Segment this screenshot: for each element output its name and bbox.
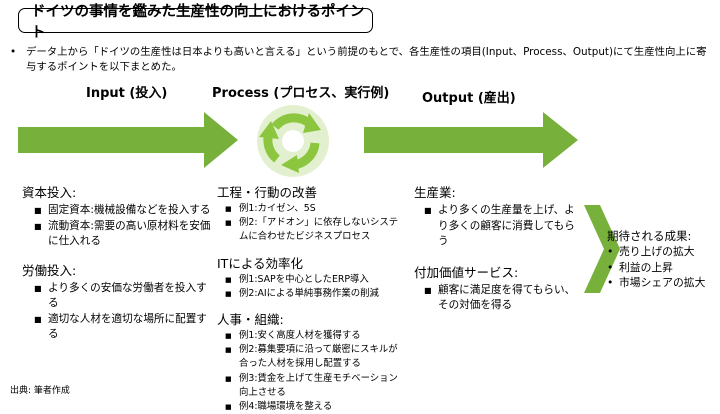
list-item-text: 例1:安く高度人材を獲得する <box>239 330 361 342</box>
list-item-text: 例2:「アドオン」に依存しないシステムに合わせたビジネスプロセス <box>239 217 399 243</box>
list-item: ■ 流動資本:需要の高い原材料を安価に仕入れる <box>22 219 212 250</box>
list-item-text: 例2:募集要項に沿って厳密にスキルが合った人材を採用し配置する <box>239 344 398 370</box>
list-item: • 市場シェアの拡大 <box>607 275 717 291</box>
expected-results: 期待される成果: • 売り上げの拡大 • 利益の上昇 • 市場シェアの拡大 <box>607 228 717 291</box>
bullet-icon: ■ <box>225 332 232 341</box>
intro-bullet: • <box>10 46 17 58</box>
output-section-list: ■ より多くの生産量を上げ、より多くの顧客に消費してもらう <box>414 203 584 250</box>
list-item: ■ 例2:AIによる単純事務作業の削減 <box>217 287 407 301</box>
bullet-icon: ■ <box>424 206 432 215</box>
input-section-list: ■ より多くの安価な労働者を投入する ■ 適切な人材を適切な場所に配置する <box>22 281 212 343</box>
list-item-text: 市場シェアの拡大 <box>619 276 706 289</box>
list-item-text: より多くの生産量を上げ、より多くの顧客に消費してもらう <box>438 204 575 247</box>
input-section-title: 資本投入: <box>22 185 77 200</box>
process-section-title: 工程・行動の改善 <box>217 185 318 200</box>
source-note: 出典: 筆者作成 <box>10 386 70 396</box>
input-header: Input (投入) <box>86 86 168 101</box>
list-item: ■ 例3:賃金を上げて生産モチベーション向上させる <box>217 372 407 400</box>
bullet-icon: ■ <box>225 219 232 228</box>
list-item: ■ 例1:安く高度人材を獲得する <box>217 329 407 343</box>
bullet-icon: ■ <box>424 285 432 295</box>
page-title-text: ドイツの事情を鑑みた生産性の向上におけるポイント <box>31 3 365 41</box>
list-item-text: 顧客に満足度を得てもらい、その対価を得る <box>438 283 576 312</box>
list-item: ■ 顧客に満足度を得てもらい、その対価を得る <box>414 283 584 314</box>
process-section-title: ITによる効率化 <box>217 255 303 271</box>
list-item: ■ 例4:職場環境を整える <box>217 400 407 414</box>
expected-title: 期待される成果: <box>607 229 692 243</box>
intro-paragraph: • データ上から「ドイツの生産性は日本よりも高いと言える」という前提のもとで、各… <box>10 45 710 75</box>
flow-arrows <box>18 112 620 293</box>
list-item-text: 例1:カイゼン、5S <box>239 203 316 214</box>
page-title: ドイツの事情を鑑みた生産性の向上におけるポイント <box>18 4 373 41</box>
list-item: ■ 固定資本:機械設備などを投入する <box>22 203 212 219</box>
output-header: Output (産出) <box>422 91 516 106</box>
intro-text: データ上から「ドイツの生産性は日本よりも高いと言える」という前提のもとで、各生産… <box>26 46 707 73</box>
input-section-list: ■ 固定資本:機械設備などを投入する ■ 流動資本:需要の高い原材料を安価に仕入れる <box>22 203 212 250</box>
list-item-text: 利益の上昇 <box>619 260 673 274</box>
process-section-list: ■ 例1:SAPを中心としたERP導入 ■ 例2:AIによる単純事務作業の削減 <box>217 273 407 301</box>
list-item-text: 適切な人材を適切な場所に配置する <box>48 312 207 341</box>
process-section-list: ■ 例1:カイゼン、5S ■ 例2:「アドオン」に依存しないシステムに合わせたビジネ… <box>217 202 407 245</box>
list-item-text: 例3:賃金を上げて生産モチベーション向上させる <box>239 372 398 398</box>
list-item: ■ より多くの生産量を上げ、より多くの顧客に消費してもらう <box>414 203 584 250</box>
output-column: 生産業: ■ より多くの生産量を上げ、より多くの顧客に消費してもらう 付加価値サー… <box>414 182 584 314</box>
bullet-icon: ■ <box>225 275 232 284</box>
input-column: 資本投入: ■ 固定資本:機械設備などを投入する ■ 流動資本:需要の高い原材料を安… <box>22 182 212 343</box>
recycle-cycle-icon <box>257 105 329 177</box>
input-arrow <box>18 112 238 168</box>
process-header: Process (プロセス、実行例) <box>212 86 390 101</box>
process-section-title: 人事・組織: <box>217 312 284 328</box>
input-section-title: 労働投入: <box>22 262 77 278</box>
output-section-title: 付加価値サービス: <box>414 264 519 280</box>
bullet-icon: ■ <box>225 403 232 412</box>
expected-arrow <box>584 205 620 293</box>
output-section-title: 生産業: <box>414 185 456 200</box>
list-item-text: 固定資本:機械設備などを投入する <box>48 204 211 216</box>
bullet-icon: ■ <box>225 346 232 355</box>
output-arrow <box>364 112 578 168</box>
list-item: ■ より多くの安価な労働者を投入する <box>22 281 212 312</box>
bullet-icon: ■ <box>34 314 42 324</box>
bullet-icon: • <box>607 276 614 289</box>
list-item-text: より多くの安価な労働者を投入する <box>48 281 207 310</box>
list-item: ■ 例1:カイゼン、5S <box>217 202 407 216</box>
output-section-list: ■ 顧客に満足度を得てもらい、その対価を得る <box>414 283 584 314</box>
bullet-icon: ■ <box>225 374 232 383</box>
list-item: • 利益の上昇 <box>607 260 717 276</box>
process-column: 工程・行動の改善 ■ 例1:カイゼン、5S ■ 例2:「アドオン」に依存しないシステ… <box>217 182 407 414</box>
list-item: ■ 例2:募集要項に沿って厳密にスキルが合った人材を採用し配置する <box>217 343 407 371</box>
bullet-icon: ■ <box>225 205 232 213</box>
bullet-icon: ■ <box>34 283 42 293</box>
bullet-icon: • <box>607 260 614 274</box>
bullet-icon: ■ <box>34 206 42 215</box>
list-item: ■ 例2:「アドオン」に依存しないシステムに合わせたビジネスプロセス <box>217 216 407 244</box>
list-item-text: 例1:SAPを中心としたERP導入 <box>239 273 369 285</box>
list-item: ■ 例1:SAPを中心としたERP導入 <box>217 273 407 287</box>
list-item: ■ 適切な人材を適切な場所に配置する <box>22 312 212 343</box>
bullet-icon: ■ <box>34 221 42 231</box>
process-section-list: ■ 例1:安く高度人材を獲得する ■ 例2:募集要項に沿って厳密にスキルが合った人材… <box>217 329 407 414</box>
bullet-icon: ■ <box>225 289 232 298</box>
list-item-text: 流動資本:需要の高い原材料を安価に仕入れる <box>48 219 211 248</box>
bullet-icon: • <box>607 245 614 258</box>
list-item-text: 例2:AIによる単純事務作業の削減 <box>239 287 379 299</box>
list-item-text: 売り上げの拡大 <box>619 245 695 258</box>
list-item-text: 例4:職場環境を整える <box>239 401 333 413</box>
list-item: • 売り上げの拡大 <box>607 244 717 260</box>
